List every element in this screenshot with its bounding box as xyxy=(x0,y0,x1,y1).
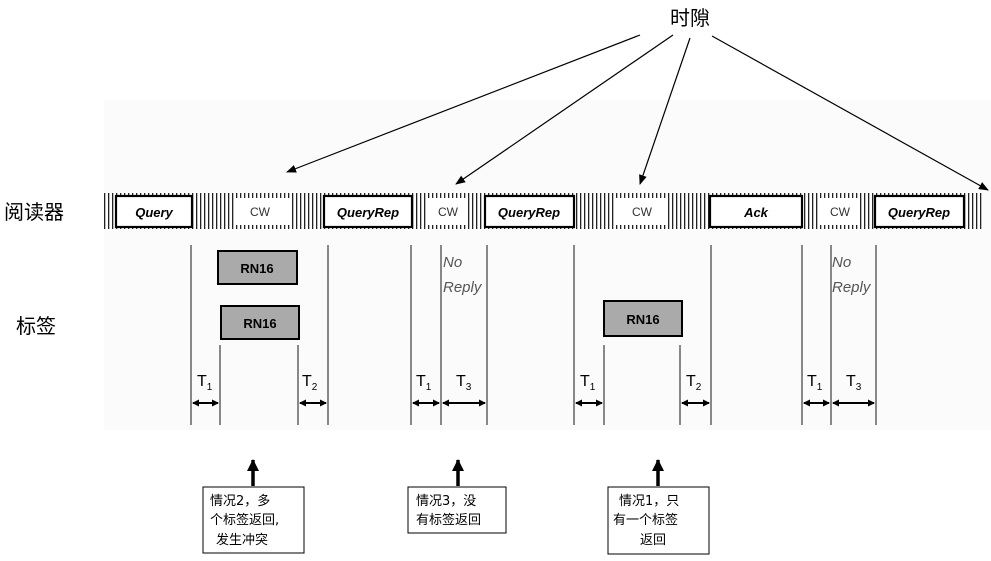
note-case1-line1: 情况1，只 xyxy=(619,494,679,509)
reader-command-queryrep-1-label: QueryRep xyxy=(337,205,399,220)
tag-reply-rn16-3-label: RN16 xyxy=(626,312,659,327)
timing-label-t1: T1 xyxy=(580,373,596,393)
reader-command-queryrep-2-label: QueryRep xyxy=(498,205,560,220)
reader-command-cw-4: CW xyxy=(820,198,860,225)
reader-command-queryrep-2: QueryRep xyxy=(483,194,576,229)
lane-label-tag: 标签 xyxy=(16,314,56,338)
callout-arrows xyxy=(247,459,664,486)
reader-command-queryrep-3-label: QueryRep xyxy=(888,205,950,220)
note-case2: 情况2，多 个标签返回, 发生冲突 xyxy=(202,486,305,554)
note-case3-line2: 有标签返回 xyxy=(416,512,481,528)
timing-guide-lines xyxy=(190,245,877,425)
timing-label-t3: T3 xyxy=(456,373,472,393)
tag-reply-rn16-1: RN16 xyxy=(217,250,298,285)
timing-label-t1: T1 xyxy=(807,373,823,393)
note-case3-line1: 情况3，没 xyxy=(416,494,476,509)
tag-reply-rn16-2-label: RN16 xyxy=(243,316,276,331)
reader-command-cw-4-label: CW xyxy=(830,205,851,219)
note-case2-line1: 情况2，多 xyxy=(210,493,270,509)
slot-arrow-2 xyxy=(455,34,674,185)
note-case1-line3: 返回 xyxy=(640,533,666,548)
reader-command-cw-1: CW xyxy=(236,198,290,225)
note-case2-line2: 个标签返回, xyxy=(210,512,279,528)
no-reply-1-line2: Reply xyxy=(443,279,483,296)
note-case1: 情况1，只 有一个标签 返回 xyxy=(607,486,710,555)
no-reply-1-line1: No xyxy=(443,254,462,271)
timing-label-t1: T1 xyxy=(197,373,213,393)
timing-label-t1: T1 xyxy=(416,373,432,393)
reader-command-queryrep-1: QueryRep xyxy=(322,194,414,229)
slot-arrow-4 xyxy=(711,35,989,191)
reader-command-query-label: Query xyxy=(135,205,173,220)
no-reply-2-line2: Reply xyxy=(832,279,872,296)
no-reply-2-line1: No xyxy=(832,254,851,271)
tag-reply-rn16-1-label: RN16 xyxy=(240,261,273,276)
reader-command-query: Query xyxy=(114,194,194,229)
slot-label: 时隙 xyxy=(670,6,710,30)
timing-label-t3: T3 xyxy=(846,373,862,393)
reader-command-cw-2: CW xyxy=(428,198,468,225)
no-reply-1: No Reply xyxy=(443,254,483,296)
reader-command-cw-3: CW xyxy=(614,198,668,225)
reader-command-cw-1-label: CW xyxy=(250,205,271,219)
reader-command-ack-label: Ack xyxy=(743,205,769,220)
lane-label-reader: 阅读器 xyxy=(4,200,64,224)
reader-command-ack: Ack xyxy=(708,194,804,229)
note-case2-line3: 发生冲突 xyxy=(216,532,268,548)
tag-reply-rn16-2: RN16 xyxy=(220,305,300,340)
reader-command-cw-3-label: CW xyxy=(632,205,653,219)
tag-reply-rn16-3: RN16 xyxy=(603,300,683,337)
reader-command-queryrep-3: QueryRep xyxy=(873,194,966,229)
timing-label-t2: T2 xyxy=(302,373,318,393)
note-case1-line2: 有一个标签 xyxy=(613,512,678,528)
timing-label-t2: T2 xyxy=(686,373,702,393)
slot-pointer-arrows xyxy=(286,34,989,191)
reader-command-cw-2-label: CW xyxy=(438,205,459,219)
no-reply-2: No Reply xyxy=(832,254,872,296)
slot-arrow-3 xyxy=(639,37,691,185)
note-case3: 情况3，没 有标签返回 xyxy=(407,486,507,534)
slot-arrow-1 xyxy=(286,34,641,173)
